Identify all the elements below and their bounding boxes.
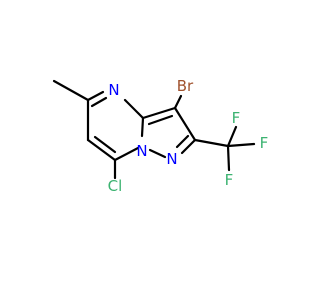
bond-cf3-f2 — [226, 142, 256, 148]
bond-n8-c3a — [140, 116, 145, 138]
bond-c6-c7-inner — [93, 135, 117, 154]
atom-f3: F — [225, 171, 234, 189]
molecule-structure: Br N N N Cl F F F — [52, 77, 269, 195]
bond-c6-c7 — [86, 138, 117, 162]
bond-n1-n8 — [148, 148, 167, 159]
bond-c2-n1 — [180, 138, 197, 155]
bond-c3a-c3-inner — [147, 114, 174, 126]
atom-cl: Cl — [108, 177, 123, 195]
bond-c3a-n4 — [123, 98, 145, 120]
atom-f1: F — [232, 109, 241, 127]
atom-n4: N — [108, 81, 119, 99]
bond-c3-br — [173, 94, 183, 110]
atom-n1: N — [166, 150, 177, 168]
bond-c2-n1-inner — [175, 134, 190, 149]
molecule-canvas: Br N N N Cl F F F — [52, 77, 269, 195]
bond-c7-n8 — [113, 146, 140, 162]
bond-c3-c2 — [173, 106, 197, 142]
bond-cf3-f1 — [226, 125, 238, 148]
bond-n4-c5-inner — [90, 96, 108, 108]
bond-c2-cf3 — [193, 138, 230, 148]
atom-n8: N — [136, 142, 147, 160]
bond-n4-c5 — [86, 90, 105, 102]
atom-f2: F — [260, 134, 269, 152]
bond-c5-methyl — [52, 79, 90, 102]
bond-cf3-f3 — [226, 144, 231, 172]
bond-c3a-c3 — [141, 106, 177, 120]
atom-br: Br — [177, 77, 194, 95]
